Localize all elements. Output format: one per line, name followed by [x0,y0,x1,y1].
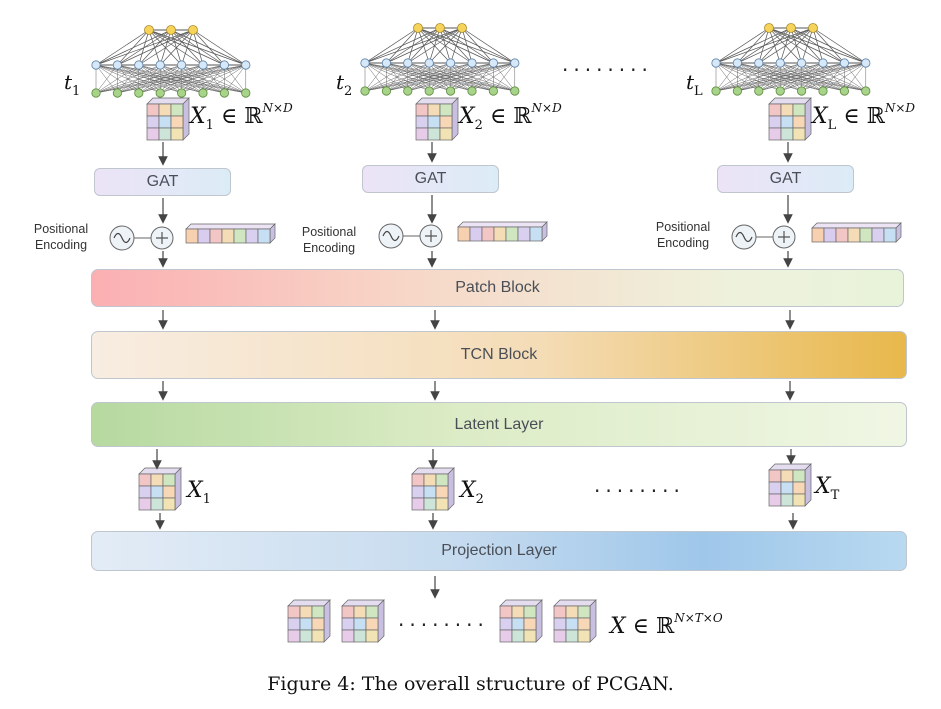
graph-node [360,58,370,68]
graph-node [445,58,456,68]
graph-network-1 [91,25,251,98]
graph-node [764,23,774,33]
graph-node [818,86,828,96]
graph-node [403,58,413,68]
final-ellipsis: ........ [398,607,489,631]
graph-node [424,58,434,68]
graph-node [732,58,743,68]
graph-node [424,86,434,96]
input-label-1: X1 ∈ ℝN×D [190,101,293,133]
graph-node [775,58,785,68]
graph-node [861,58,871,68]
input-tensor-2 [415,97,459,141]
gat-box-2: GAT [362,165,499,193]
graph-node [861,86,871,96]
positional-encoding-2 [378,221,548,249]
graph-node [786,23,796,33]
input-label-2: X2 ∈ ℝN×D [459,101,562,133]
graph-node [510,86,520,96]
graph-node [134,88,144,98]
graph-node [818,58,828,68]
graph-network-L [711,23,871,96]
graph-node [381,86,391,96]
latent-tensor-1 [138,467,182,511]
latent-layer: Latent Layer [91,402,907,447]
latent-tensor-T [768,463,812,507]
graph-node [155,60,165,70]
graph-node [711,86,721,96]
graph-node [435,23,445,33]
output-tensor-4 [553,599,597,643]
graph-node [839,58,850,68]
graph-node [488,86,498,96]
input-label-L: XL ∈ ℝN×D [812,101,916,133]
graph-node [166,25,176,35]
graph-node [91,88,101,98]
graph-node [754,58,764,68]
graph-node [198,88,208,98]
graph-node [241,88,251,98]
graph-node [134,60,144,70]
projection-layer: Projection Layer [91,531,907,571]
graph-ellipsis: ........ [562,52,653,76]
graph-node [467,58,477,68]
graph-node [413,23,423,33]
graph-node [796,58,807,68]
final-output-label: X ∈ ℝN×T×O [610,611,723,639]
graph-node [510,58,520,68]
output-tensor-2 [341,599,385,643]
graph-node [177,88,187,98]
graph-node [155,88,165,98]
graph-node [839,86,850,96]
graph-node [732,86,743,96]
figure-caption: Figure 4: The overall structure of PCGAN… [267,673,674,695]
graph-node [403,86,413,96]
output-tensor-3 [499,599,543,643]
latent-output-label-2: X2 [460,478,484,507]
input-tensor-L [768,97,812,141]
graph-node [775,86,785,96]
latent-ellipsis: ........ [594,473,685,497]
graph-network-2 [360,23,520,96]
graph-node [467,86,477,96]
graph-node [112,60,123,70]
latent-tensor-2 [411,467,455,511]
graph-node [457,23,467,33]
time-label-L: tL [686,70,703,99]
graph-node [112,88,123,98]
gat-box-L: GAT [717,165,854,193]
gat-box-1: GAT [94,168,231,196]
patch-block: Patch Block [91,269,904,307]
graph-node [144,25,154,35]
graph-node [381,58,391,68]
time-label-1: t1 [64,70,81,99]
graph-node [488,58,498,68]
graph-node [241,60,251,70]
time-label-2: t2 [336,70,353,99]
graph-node [219,60,229,70]
graph-node [445,86,456,96]
positional-encoding-1 [109,223,276,251]
tcn-block: TCN Block [91,331,907,379]
latent-output-label-1: X1 [187,478,211,507]
input-tensor-1 [146,97,190,141]
graph-node [711,58,721,68]
output-tensor-1 [287,599,331,643]
graph-node [91,60,101,70]
graph-node [219,88,229,98]
graph-node [177,60,187,70]
positional-encoding-L [731,222,902,250]
graph-node [754,86,764,96]
graph-node [808,23,818,33]
graph-node [198,60,208,70]
graph-node [796,86,807,96]
latent-output-label-T: XT [815,474,840,503]
graph-node [360,86,370,96]
graph-node [188,25,198,35]
